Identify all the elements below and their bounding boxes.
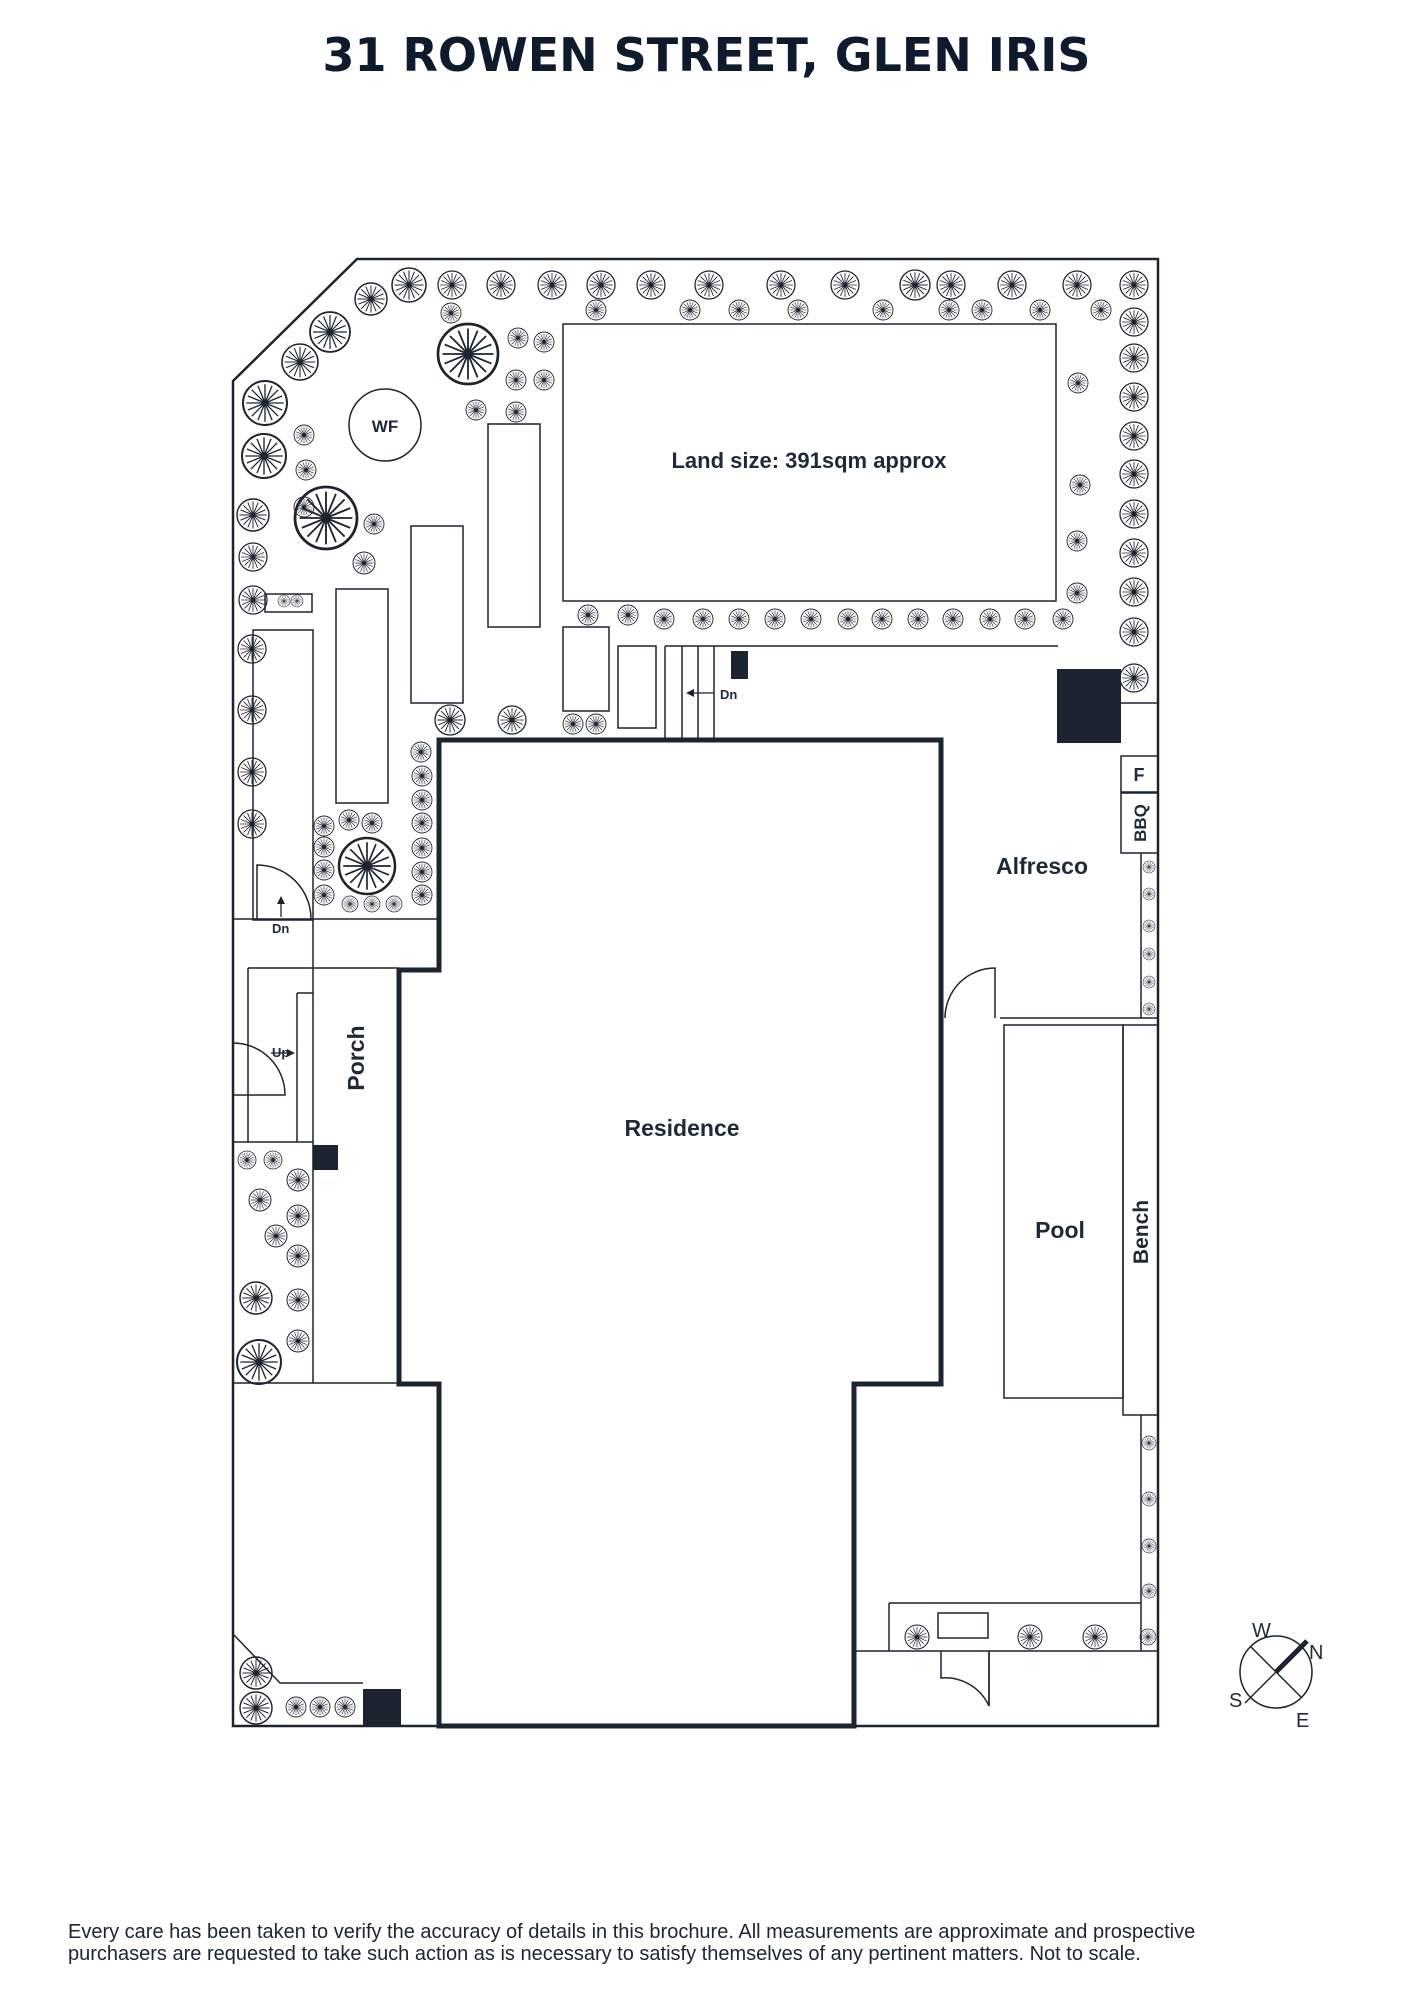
dn-label-top: Dn — [720, 687, 737, 702]
compass: W N S E — [1229, 1620, 1323, 1732]
disclaimer-line-2: purchasers are requested to take such ac… — [68, 1943, 1141, 1965]
disclaimer: Every care has been taken to verify the … — [68, 1921, 1358, 1965]
porch-label: Porch — [343, 1025, 369, 1090]
f-label: F — [1134, 765, 1145, 785]
pool-label: Pool — [1035, 1217, 1085, 1243]
garden-beds — [252, 423, 657, 921]
bbq — [1120, 792, 1159, 854]
land-size-label: Land size: 391sqm approx — [671, 448, 947, 473]
lawn-area — [562, 323, 1057, 602]
compass-e: E — [1296, 1710, 1309, 1732]
page-title: 31 ROWEN STREET, GLEN IRIS — [322, 28, 1091, 82]
dn-label-left: Dn — [272, 921, 289, 936]
bbq-label: BBQ — [1131, 804, 1150, 842]
compass-s: S — [1229, 1690, 1242, 1712]
residence-label: Residence — [624, 1115, 739, 1141]
disclaimer-line-1: Every care has been taken to verify the … — [68, 1921, 1196, 1943]
side-path — [233, 918, 437, 1384]
residence-outline — [396, 737, 944, 1729]
pool — [1003, 1024, 1124, 1399]
water-feature — [348, 388, 422, 462]
alfresco-label: Alfresco — [996, 853, 1088, 879]
compass-w: W — [1252, 1620, 1271, 1642]
bench-label: Bench — [1130, 1200, 1153, 1264]
wf-label: WF — [372, 417, 398, 436]
site-boundary — [231, 257, 1160, 1728]
compass-n: N — [1309, 1642, 1323, 1664]
rear-steps — [664, 645, 1058, 738]
trees — [236, 267, 1157, 1725]
up-label: Up — [272, 1045, 289, 1060]
fridge — [1120, 755, 1159, 793]
